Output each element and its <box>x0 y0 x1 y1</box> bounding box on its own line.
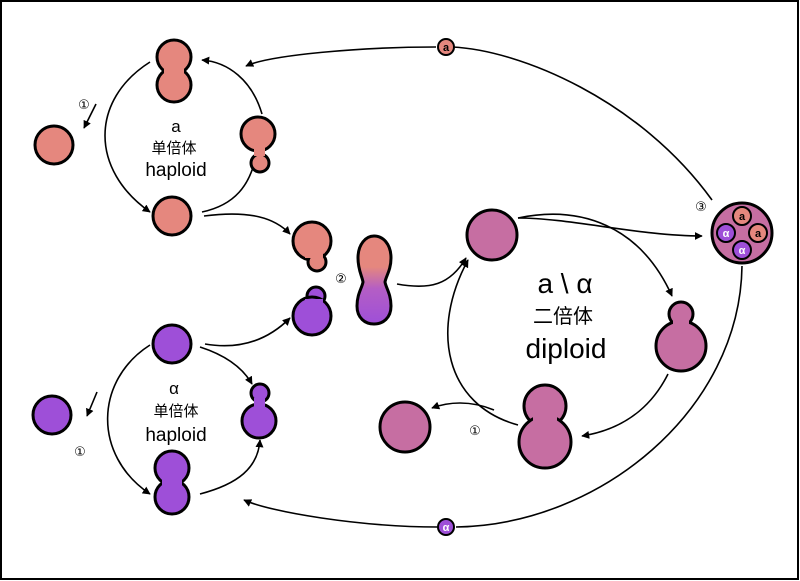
budding-cell-icon <box>240 382 278 440</box>
haploid-alpha-symbol: α <box>169 379 179 398</box>
budding-cell-icon <box>155 38 193 104</box>
sporulation-stage: ③ a α a α a α <box>243 38 774 536</box>
budding-cell-icon <box>654 300 708 373</box>
arrow-icon <box>199 346 253 385</box>
haploid-alpha-cycle: ① α 单倍体 haploid <box>31 323 278 516</box>
step-1-label: ① <box>74 444 86 459</box>
arrow-icon <box>201 56 263 115</box>
diploid-cycle: ① a \ α 二倍体 diploid <box>378 208 708 470</box>
cell-icon <box>465 208 519 262</box>
spore-label: α <box>739 245 746 257</box>
haploid-a-chinese: 单倍体 <box>151 139 196 157</box>
arrow-icon <box>203 213 291 235</box>
arrow-icon <box>455 265 743 528</box>
spore-icon: α <box>437 518 455 536</box>
arrow-icon <box>517 213 673 297</box>
arrow-icon <box>517 217 703 240</box>
haploid-a-cycle: ① a 单倍体 haploid <box>33 38 277 237</box>
spore-label: a <box>443 42 450 54</box>
arrow-icon <box>104 61 151 213</box>
spore-label: a <box>739 211 746 223</box>
cell-icon <box>151 195 193 237</box>
zygote-icon <box>355 234 393 326</box>
mating-stage: ② <box>203 213 467 347</box>
budding-cell-icon <box>153 449 191 516</box>
arrow-icon <box>86 391 98 417</box>
spore-label: α <box>443 522 450 534</box>
haploid-alpha-english: haploid <box>145 425 206 446</box>
step-1-label: ① <box>78 97 90 112</box>
budding-cell-icon <box>517 383 573 470</box>
arrow-icon <box>451 46 713 201</box>
cell-icon <box>378 400 432 454</box>
haploid-a-english: haploid <box>145 160 206 181</box>
arrow-icon <box>245 46 437 67</box>
haploid-a-symbol: a <box>171 117 181 136</box>
arrow-icon <box>106 344 151 495</box>
step-2-label: ② <box>335 271 347 286</box>
arrow-icon <box>581 373 669 439</box>
cell-icon <box>31 394 73 436</box>
diploid-chinese: 二倍体 <box>533 304 593 328</box>
arrow-icon <box>83 103 97 129</box>
arrow-icon <box>201 155 259 213</box>
budding-cell-icon <box>239 115 277 174</box>
spore-icon: a <box>437 38 455 56</box>
arrow-icon <box>447 259 519 426</box>
arrow-icon <box>204 317 291 347</box>
cell-icon <box>151 323 193 365</box>
arrow-icon <box>431 401 495 411</box>
step-3-label: ③ <box>695 199 707 214</box>
arrow-icon <box>396 257 467 287</box>
spore-label: α <box>723 228 730 240</box>
step-1-label: ① <box>469 423 481 438</box>
spore-label: a <box>755 228 762 240</box>
cell-icon <box>33 124 75 166</box>
haploid-alpha-chinese: 单倍体 <box>153 402 198 420</box>
arrow-icon <box>243 499 439 528</box>
mating-cell-alpha-icon <box>291 285 333 337</box>
arrow-icon <box>199 439 264 495</box>
diploid-symbol: a \ α <box>537 268 592 299</box>
mating-cell-a-icon <box>291 220 333 273</box>
ascus-icon: a α a α <box>710 201 774 265</box>
diploid-english: diploid <box>526 333 607 364</box>
